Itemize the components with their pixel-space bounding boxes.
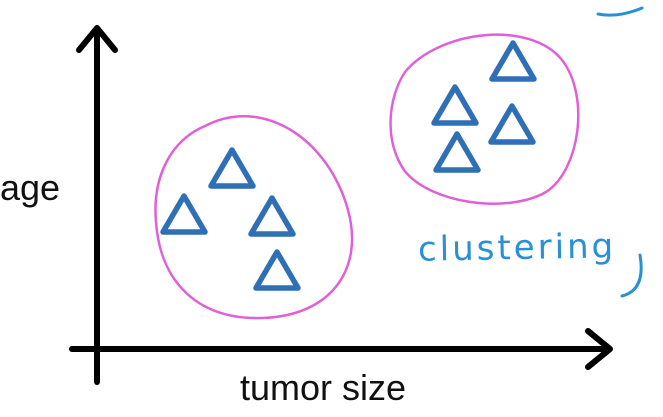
cluster-outline-2 [389, 33, 580, 205]
y-axis-arrow-icon [76, 25, 118, 53]
clustering-annotation: clustering [417, 226, 617, 270]
triangle-marker [253, 249, 301, 291]
x-axis-arrow-icon [585, 328, 613, 370]
annotation-descender-stroke [620, 253, 643, 298]
triangle-marker [160, 193, 208, 235]
triangle-marker [208, 147, 256, 189]
y-axis-label: age [0, 167, 61, 208]
x-axis-label: tumor size [240, 367, 407, 408]
triangle-marker [248, 195, 296, 237]
triangle-marker [431, 84, 479, 126]
triangle-marker [489, 40, 537, 82]
triangle-marker [433, 131, 481, 173]
cluster-2-markers [431, 40, 537, 173]
partial-ink-stroke [596, 6, 644, 17]
cluster-outline-1 [154, 115, 354, 320]
triangle-marker [488, 103, 536, 145]
cluster-1-markers [160, 147, 301, 291]
